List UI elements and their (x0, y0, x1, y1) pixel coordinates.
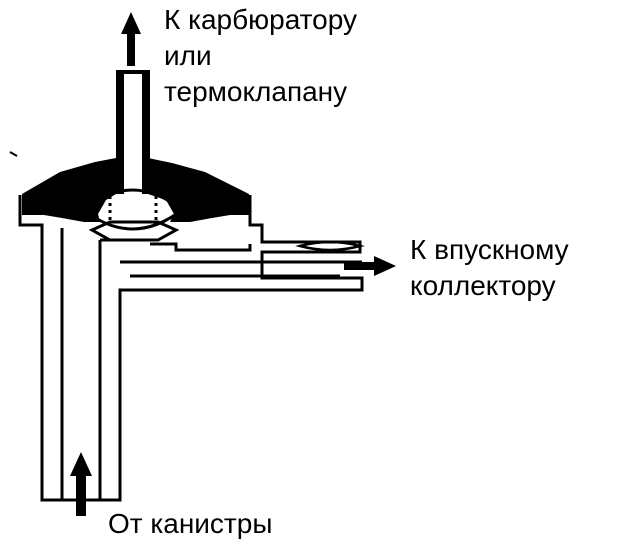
label-to-intake-line2: коллектору (410, 270, 556, 301)
valve-housing-outline (18, 195, 364, 502)
arrow-right-icon (374, 256, 396, 276)
label-to-carburetor-line1: К карбюратору (164, 4, 358, 35)
label-to-carburetor-line3: термоклапану (164, 76, 348, 107)
label-from-canister: От канистры (108, 506, 272, 542)
arrow-right-shaft (344, 262, 378, 270)
label-to-carburetor-line2: или (164, 40, 212, 71)
stray-mark (9, 151, 18, 157)
arrow-up-icon (121, 12, 141, 34)
label-to-intake-manifold: К впускному коллектору (410, 232, 569, 304)
outlet-channel-top (150, 242, 252, 252)
diaphragm-lens (81, 188, 185, 231)
diaphragm-plate (88, 220, 180, 242)
diaphragm-chamber (22, 158, 116, 222)
arrow-up-shaft (127, 30, 135, 66)
label-to-intake-line1: К впускному (410, 234, 569, 265)
arrow-bottom-icon (70, 452, 92, 476)
diaphragm-chamber-right (148, 158, 249, 222)
arrow-bottom-shaft (76, 472, 86, 516)
label-to-carburetor: К карбюратору или термоклапану (164, 2, 357, 110)
label-from-canister-line1: От канистры (108, 508, 273, 539)
top-outlet-tube-left-wall (116, 72, 124, 194)
top-outlet-tube-right-wall (142, 72, 150, 194)
outlet-port-lens (295, 240, 365, 252)
